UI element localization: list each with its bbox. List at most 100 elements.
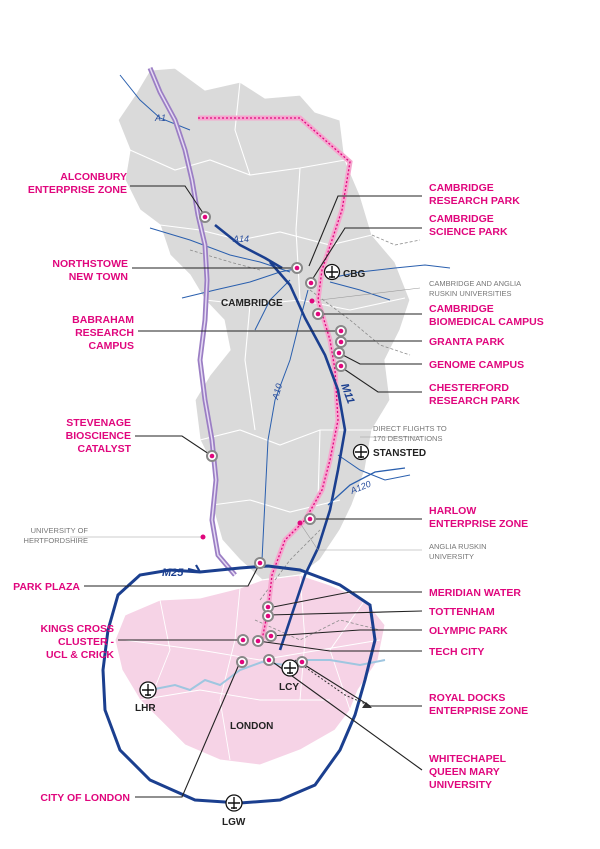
london-area — [114, 574, 386, 766]
label-stevenage: STEVENAGE BIOSCIENCE CATALYST — [66, 417, 132, 455]
label-northstowe: NORTHSTOWE NEW TOWN — [52, 258, 128, 283]
svg-text:CAMBRIDGE: CAMBRIDGE — [429, 182, 494, 194]
svg-text:HARLOW: HARLOW — [429, 505, 476, 517]
svg-text:RUSKIN UNIVERSITIES: RUSKIN UNIVERSITIES — [429, 289, 512, 298]
svg-text:TOTTENHAM: TOTTENHAM — [429, 606, 495, 618]
airport-cbg-icon — [323, 263, 341, 281]
site-marker — [335, 325, 347, 337]
airport-icons — [139, 263, 370, 812]
svg-text:HERTFORDSHIRE: HERTFORDSHIRE — [24, 536, 88, 545]
svg-text:DIRECT FLIGHTS TO: DIRECT FLIGHTS TO — [373, 424, 447, 433]
label-city-of-london: CITY OF LONDON — [40, 792, 130, 804]
note-anglia-ruskin: ANGLIA RUSKIN UNIVERSITY — [429, 542, 487, 561]
road-a10-label: A10 — [270, 382, 284, 401]
university-dot — [297, 520, 303, 526]
label-tottenham: TOTTENHAM — [429, 606, 495, 618]
note-direct-flights: DIRECT FLIGHTS TO 170 DESTINATIONS — [373, 424, 447, 443]
site-marker — [206, 450, 218, 462]
a120-road — [327, 467, 406, 506]
svg-text:MERIDIAN WATER: MERIDIAN WATER — [429, 587, 521, 599]
site-marker — [304, 513, 316, 525]
svg-text:UNIVERSITY: UNIVERSITY — [429, 779, 492, 791]
site-marker — [333, 347, 345, 359]
road-m25-label: M25 — [162, 567, 184, 579]
svg-text:SCIENCE PARK: SCIENCE PARK — [429, 226, 508, 238]
motorways — [214, 223, 347, 651]
label-cambridge-science-park: CAMBRIDGE SCIENCE PARK — [429, 213, 508, 238]
svg-text:GRANTA PARK: GRANTA PARK — [429, 336, 505, 348]
site-marker — [305, 277, 317, 289]
label-cambridge-research-park: CAMBRIDGE RESEARCH PARK — [429, 182, 520, 207]
svg-text:ENTERPRISE ZONE: ENTERPRISE ZONE — [429, 518, 528, 530]
svg-text:ENTERPRISE ZONE: ENTERPRISE ZONE — [28, 184, 127, 196]
site-marker — [236, 656, 248, 668]
svg-text:UNIVERSITY OF: UNIVERSITY OF — [31, 526, 89, 535]
site-marker — [296, 656, 308, 668]
svg-text:NORTHSTOWE: NORTHSTOWE — [52, 258, 128, 270]
river-thames — [149, 659, 386, 692]
label-park-plaza: PARK PLAZA — [13, 581, 80, 593]
svg-text:170 DESTINATIONS: 170 DESTINATIONS — [373, 434, 442, 443]
svg-text:ALCONBURY: ALCONBURY — [60, 171, 127, 183]
airport-stansted-label: STANSTED — [373, 448, 426, 459]
site-marker — [263, 654, 275, 666]
label-meridian-water: MERIDIAN WATER — [429, 587, 521, 599]
label-chesterford: CHESTERFORD RESEARCH PARK — [429, 382, 520, 407]
svg-text:STEVENAGE: STEVENAGE — [66, 417, 131, 429]
place-london: LONDON — [230, 721, 273, 732]
svg-text:CAMPUS: CAMPUS — [88, 340, 134, 352]
m25-ring — [101, 564, 377, 805]
site-marker — [312, 308, 324, 320]
svg-text:ROYAL DOCKS: ROYAL DOCKS — [429, 692, 505, 704]
label-olympic-park: OLYMPIC PARK — [429, 625, 508, 637]
svg-text:RESEARCH PARK: RESEARCH PARK — [429, 395, 520, 407]
minor-roads — [119, 74, 451, 561]
svg-text:TECH CITY: TECH CITY — [429, 646, 484, 658]
site-marker — [199, 211, 211, 223]
svg-text:CAMBRIDGE: CAMBRIDGE — [429, 213, 494, 225]
svg-text:ANGLIA RUSKIN: ANGLIA RUSKIN — [429, 542, 487, 551]
svg-text:BABRAHAM: BABRAHAM — [72, 314, 134, 326]
svg-text:CITY OF LONDON: CITY OF LONDON — [40, 792, 130, 804]
site-marker — [265, 630, 277, 642]
svg-text:RESEARCH: RESEARCH — [75, 327, 134, 339]
svg-text:PARK PLAZA: PARK PLAZA — [13, 581, 80, 593]
site-marker — [291, 262, 303, 274]
label-tech-city: TECH CITY — [429, 646, 484, 658]
label-genome-campus: GENOME CAMPUS — [429, 359, 524, 371]
label-kings-cross: KINGS CROSS CLUSTER - UCL & CRICK — [40, 623, 114, 661]
airport-cbg-label: CBG — [343, 269, 365, 280]
svg-text:CAMBRIDGE: CAMBRIDGE — [429, 303, 494, 315]
place-cambridge: CAMBRIDGE — [221, 298, 283, 309]
site-marker — [262, 610, 274, 622]
svg-text:WHITECHAPEL: WHITECHAPEL — [429, 753, 507, 765]
airport-lgw-label: LGW — [222, 817, 246, 828]
note-herts-uni: UNIVERSITY OF HERTFORDSHIRE — [24, 526, 89, 545]
svg-text:NEW TOWN: NEW TOWN — [69, 271, 128, 283]
airport-lcy-icon — [281, 659, 299, 677]
svg-text:RESEARCH PARK: RESEARCH PARK — [429, 195, 520, 207]
label-royal-docks: ROYAL DOCKS ENTERPRISE ZONE — [429, 692, 528, 717]
label-alconbury: ALCONBURY ENTERPRISE ZONE — [28, 171, 127, 196]
region-shape — [117, 67, 411, 581]
road-a14-label: A14 — [232, 234, 249, 244]
svg-text:BIOSCIENCE: BIOSCIENCE — [66, 430, 131, 442]
svg-text:UCL & CRICK: UCL & CRICK — [46, 649, 114, 661]
label-granta-park: GRANTA PARK — [429, 336, 505, 348]
site-markers — [199, 211, 347, 668]
university-dot — [200, 534, 206, 540]
note-leaders — [70, 287, 422, 551]
label-cambridge-biomedical: CAMBRIDGE BIOMEDICAL CAMPUS — [429, 303, 544, 328]
svg-text:CAMBRIDGE AND ANGLIA: CAMBRIDGE AND ANGLIA — [429, 279, 521, 288]
svg-text:UNIVERSITY: UNIVERSITY — [429, 552, 474, 561]
site-marker — [237, 634, 249, 646]
airport-lhr-label: LHR — [135, 703, 156, 714]
label-harlow: HARLOW ENTERPRISE ZONE — [429, 505, 528, 530]
label-whitechapel: WHITECHAPEL QUEEN MARY UNIVERSITY — [429, 753, 507, 791]
site-marker — [335, 360, 347, 372]
svg-text:CLUSTER -: CLUSTER - — [58, 636, 115, 648]
road-a1-label: A1 — [154, 113, 166, 123]
site-marker — [252, 635, 264, 647]
airport-lgw-icon — [225, 794, 243, 812]
